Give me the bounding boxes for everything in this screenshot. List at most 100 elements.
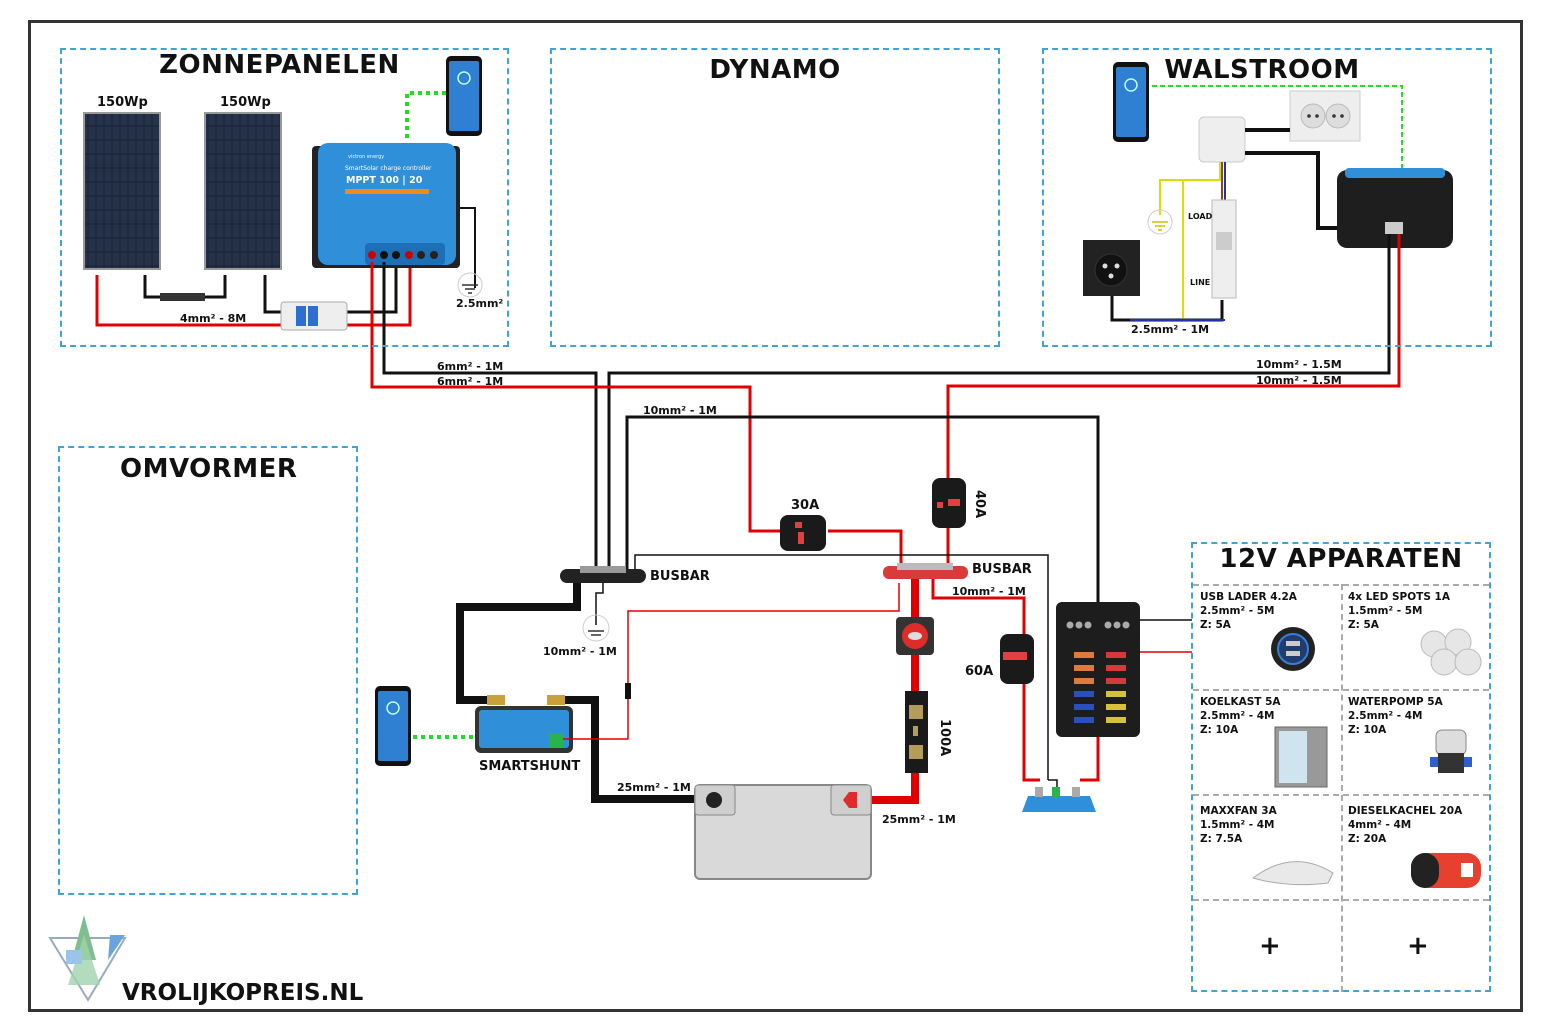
smartshunt-label: SMARTSHUNT bbox=[479, 759, 581, 774]
shore-charger-icon bbox=[1337, 168, 1453, 248]
ground-cable-label: 10mm² - 1M bbox=[543, 645, 617, 658]
fusebox-negative-wire bbox=[625, 415, 1100, 602]
mppt-subtitle: SmartSolar charge controller bbox=[345, 165, 432, 172]
mppt-charge-controller bbox=[312, 143, 460, 268]
busbar-negative bbox=[560, 566, 646, 583]
solar-panel-2 bbox=[204, 112, 282, 270]
battery-protect bbox=[1022, 787, 1096, 812]
zone-12v-apparaten: 12V APPARATEN USB LADER 4.2A 2.5mm² - 5M Z… bbox=[1191, 542, 1491, 992]
shore-inlet-icon bbox=[1083, 240, 1140, 296]
fuse-100a-label: 100A bbox=[937, 719, 952, 757]
blade-fuse bbox=[1074, 717, 1094, 723]
circuit-breaker-60a bbox=[1000, 634, 1034, 684]
circuit-breaker-40a bbox=[932, 478, 966, 528]
busbar-to-shunt-cable bbox=[456, 583, 581, 704]
blade-fuse bbox=[1106, 665, 1126, 671]
busbar-to-battery-protect-wire bbox=[931, 579, 1040, 782]
appliance-name: KOELKAST 5A bbox=[1200, 696, 1281, 708]
roof-fan-icon bbox=[1251, 861, 1334, 886]
solar-panel-1 bbox=[83, 112, 161, 270]
line-label: LINE bbox=[1190, 278, 1211, 287]
appliance-card: 4x LED SPOTS 1A 1.5mm² - 5M Z: 5A bbox=[1341, 584, 1489, 689]
mppt-ground-wire bbox=[460, 207, 476, 288]
charger-cable-label-neg: 10mm² - 1.5M bbox=[1256, 358, 1342, 371]
add-appliance-button[interactable]: + bbox=[1407, 931, 1429, 961]
breaker-40a-label: 40A bbox=[972, 490, 987, 519]
zone-dynamo: DYNAMO bbox=[550, 48, 1000, 347]
zone-title: OMVORMER bbox=[120, 454, 298, 484]
appliance-specs: 4x LED SPOTS 1A 1.5mm² - 5M Z: 5A bbox=[1348, 590, 1450, 632]
appliance-name: USB LADER 4.2A bbox=[1200, 591, 1297, 603]
appliance-name: WATERPOMP 5A bbox=[1348, 696, 1443, 708]
water-pump-icon bbox=[1430, 729, 1472, 773]
panel-1-label: 150Wp bbox=[97, 95, 148, 110]
appliance-cable: 2.5mm² - 5M bbox=[1200, 605, 1275, 617]
busbar-positive-label: BUSBAR bbox=[972, 562, 1032, 577]
ground-wire bbox=[595, 583, 604, 625]
battery-switch[interactable] bbox=[896, 617, 934, 655]
busbar-positive bbox=[883, 563, 968, 579]
usb-socket-icon bbox=[1271, 627, 1315, 671]
battery-protect-ground-wire bbox=[1048, 779, 1058, 790]
mppt-brand: victron energy bbox=[348, 154, 384, 160]
led-spots-icon bbox=[1420, 628, 1482, 676]
busbar-negative-label: BUSBAR bbox=[650, 569, 710, 584]
mppt-ground-label: 2.5mm² bbox=[456, 297, 504, 310]
terminal-screw bbox=[1066, 621, 1074, 629]
busbar-pos-cable-label: 10mm² - 1M bbox=[952, 585, 1026, 598]
ground-icon bbox=[582, 614, 610, 642]
zone-walstroom: WALSTROOM bbox=[1042, 48, 1492, 347]
terminal-screw bbox=[1122, 621, 1130, 629]
appliance-fuse: Z: 20A bbox=[1348, 833, 1387, 845]
shunt-sense-wire bbox=[634, 554, 1049, 780]
zone-title: 12V APPARATEN bbox=[1219, 544, 1463, 574]
zone-title: WALSTROOM bbox=[1164, 55, 1360, 85]
phone-app-icon[interactable] bbox=[1113, 62, 1149, 142]
appliance-name: 4x LED SPOTS 1A bbox=[1348, 591, 1450, 603]
breaker-30a-label: 30A bbox=[791, 498, 820, 513]
zone-omvormer: OMVORMER bbox=[58, 446, 358, 895]
phone-app-icon[interactable] bbox=[446, 56, 482, 136]
inlet-cable-label: 2.5mm² - 1M bbox=[1131, 323, 1210, 336]
appliance-cable: 1.5mm² - 5M bbox=[1348, 605, 1423, 617]
blade-fuse bbox=[1074, 704, 1094, 710]
battery-neg-cable-label: 25mm² - 1M bbox=[617, 781, 691, 794]
blade-fuse bbox=[1106, 717, 1126, 723]
wall-socket-icon bbox=[1289, 90, 1361, 142]
charger-dc-wiring bbox=[607, 234, 1401, 570]
bluetooth-link bbox=[1152, 85, 1403, 178]
rcbo-breaker-icon bbox=[1211, 199, 1237, 299]
shunt-power-wire bbox=[563, 583, 900, 740]
mppt-neg-cable-label: 6mm² - 1M bbox=[437, 360, 504, 373]
panel-2-label: 150Wp bbox=[220, 95, 271, 110]
phone-app-icon[interactable] bbox=[375, 686, 411, 766]
blade-fuse bbox=[1074, 652, 1094, 658]
fuse-box bbox=[1056, 602, 1140, 737]
brand-name: VROLIJKOPREIS.NL bbox=[122, 980, 364, 1006]
appliance-fuse: Z: 7.5A bbox=[1200, 833, 1243, 845]
circuit-breaker-30a bbox=[780, 515, 826, 551]
add-appliance-button[interactable]: + bbox=[1259, 931, 1281, 961]
blade-fuse bbox=[1074, 678, 1094, 684]
terminal-screw bbox=[1113, 621, 1121, 629]
terminal-screw bbox=[1075, 621, 1083, 629]
appliance-name: DIESELKACHEL 20A bbox=[1348, 805, 1463, 817]
appliance-name: MAXXFAN 3A bbox=[1200, 805, 1277, 817]
blade-fuse bbox=[1106, 691, 1126, 697]
appliance-cable: 2.5mm² - 4M bbox=[1348, 710, 1423, 722]
appliance-fuse: Z: 5A bbox=[1348, 619, 1379, 631]
battery-icon bbox=[694, 784, 872, 880]
charger-cable-label-pos: 10mm² - 1.5M bbox=[1256, 374, 1342, 387]
appliance-cable: 2.5mm² - 4M bbox=[1200, 710, 1275, 722]
vrolijkopreis-logo bbox=[48, 915, 127, 1002]
fusebox-positive-wire bbox=[1080, 737, 1100, 782]
mppt-model: MPPT 100 | 20 bbox=[346, 175, 423, 186]
smartshunt bbox=[475, 695, 573, 753]
